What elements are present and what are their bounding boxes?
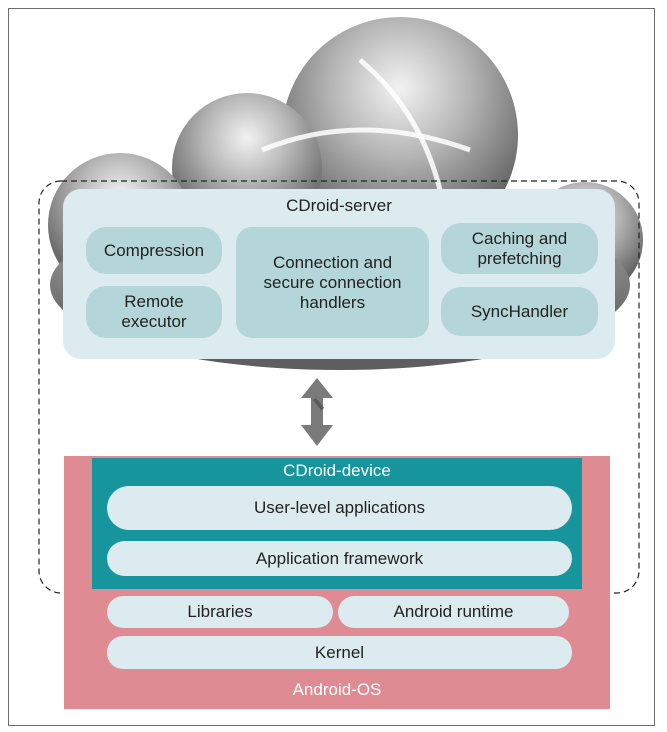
android-os-title: Android-OS [292,680,382,699]
user-level-applications-layer: User-level applications [107,486,572,530]
cdroid-device-title: CDroid-device [283,461,391,480]
cdroid-server-title: CDroid-server [286,196,392,215]
double-arrow-icon [301,378,333,446]
application-framework-layer: Application framework [107,541,572,576]
android-runtime-layer: Android runtime [338,596,569,628]
caching-prefetching-module: Caching and prefetching [441,223,598,274]
compression-module: Compression [86,227,222,274]
libraries-layer: Libraries [107,596,333,628]
connection-handlers-module: Connection and secure connection handler… [236,227,429,338]
sync-handler-module: SyncHandler [441,287,598,336]
remote-executor-module: Remote executor [86,286,222,338]
kernel-layer: Kernel [107,636,572,669]
